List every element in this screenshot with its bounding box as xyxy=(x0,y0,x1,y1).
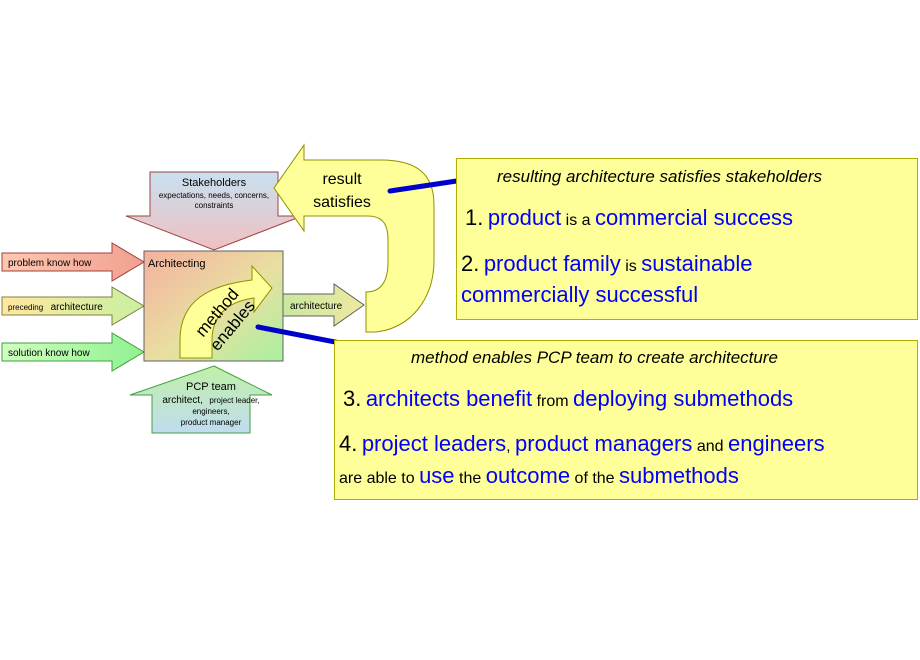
method-enables-arrow xyxy=(179,264,273,359)
problem-know-how-arrow xyxy=(1,242,145,282)
architecture-output-label: architecture xyxy=(290,301,343,312)
note-top-header: resulting architecture satisfies stakeho… xyxy=(497,167,823,186)
note-bottom-item-4: 4. project leaders, product managers and… xyxy=(339,431,825,456)
pcp-team-title: PCP team xyxy=(186,381,236,393)
pcp-team-product-manager: product manager xyxy=(181,418,242,427)
note-top-item-2: 2. product family is sustainable xyxy=(461,251,753,276)
stakeholders-detail-1: expectations, needs, concerns, xyxy=(159,191,269,200)
stakeholders-arrow xyxy=(125,171,303,251)
result-label: result xyxy=(322,171,362,188)
satisfies-label: satisfies xyxy=(313,194,371,211)
note-bottom-item-4-cont: are able to use the outcome of the subme… xyxy=(339,463,739,488)
solution-know-how-arrow xyxy=(1,332,145,372)
pcp-team-architect: architect, project leader, xyxy=(162,390,259,407)
note-bottom-header: method enables PCP team to create archit… xyxy=(411,348,778,367)
note-top-item-1: 1. product is a commercial success xyxy=(465,205,794,230)
pcp-team-engineers: engineers, xyxy=(192,407,229,416)
note-bottom: method enables PCP team to create archit… xyxy=(334,340,918,500)
solution-know-how-label: solution know how xyxy=(8,348,90,359)
stakeholders-detail-2: constraints xyxy=(195,201,234,210)
problem-know-how-label: problem know how xyxy=(8,258,92,269)
preceding-architecture-arrow xyxy=(1,286,145,326)
architecting-title: Architecting xyxy=(148,258,205,270)
note-bottom-item-3: 3. architects benefit from deploying sub… xyxy=(343,386,794,411)
stakeholders-title: Stakeholders xyxy=(182,177,247,189)
note-top-item-2-cont: commercially successful xyxy=(461,282,699,307)
pcp-team-arrow xyxy=(129,365,273,434)
preceding-architecture-label: preceding architecture xyxy=(8,297,103,314)
note-top: resulting architecture satisfies stakeho… xyxy=(456,158,918,320)
architecture-output-arrow xyxy=(282,283,365,327)
